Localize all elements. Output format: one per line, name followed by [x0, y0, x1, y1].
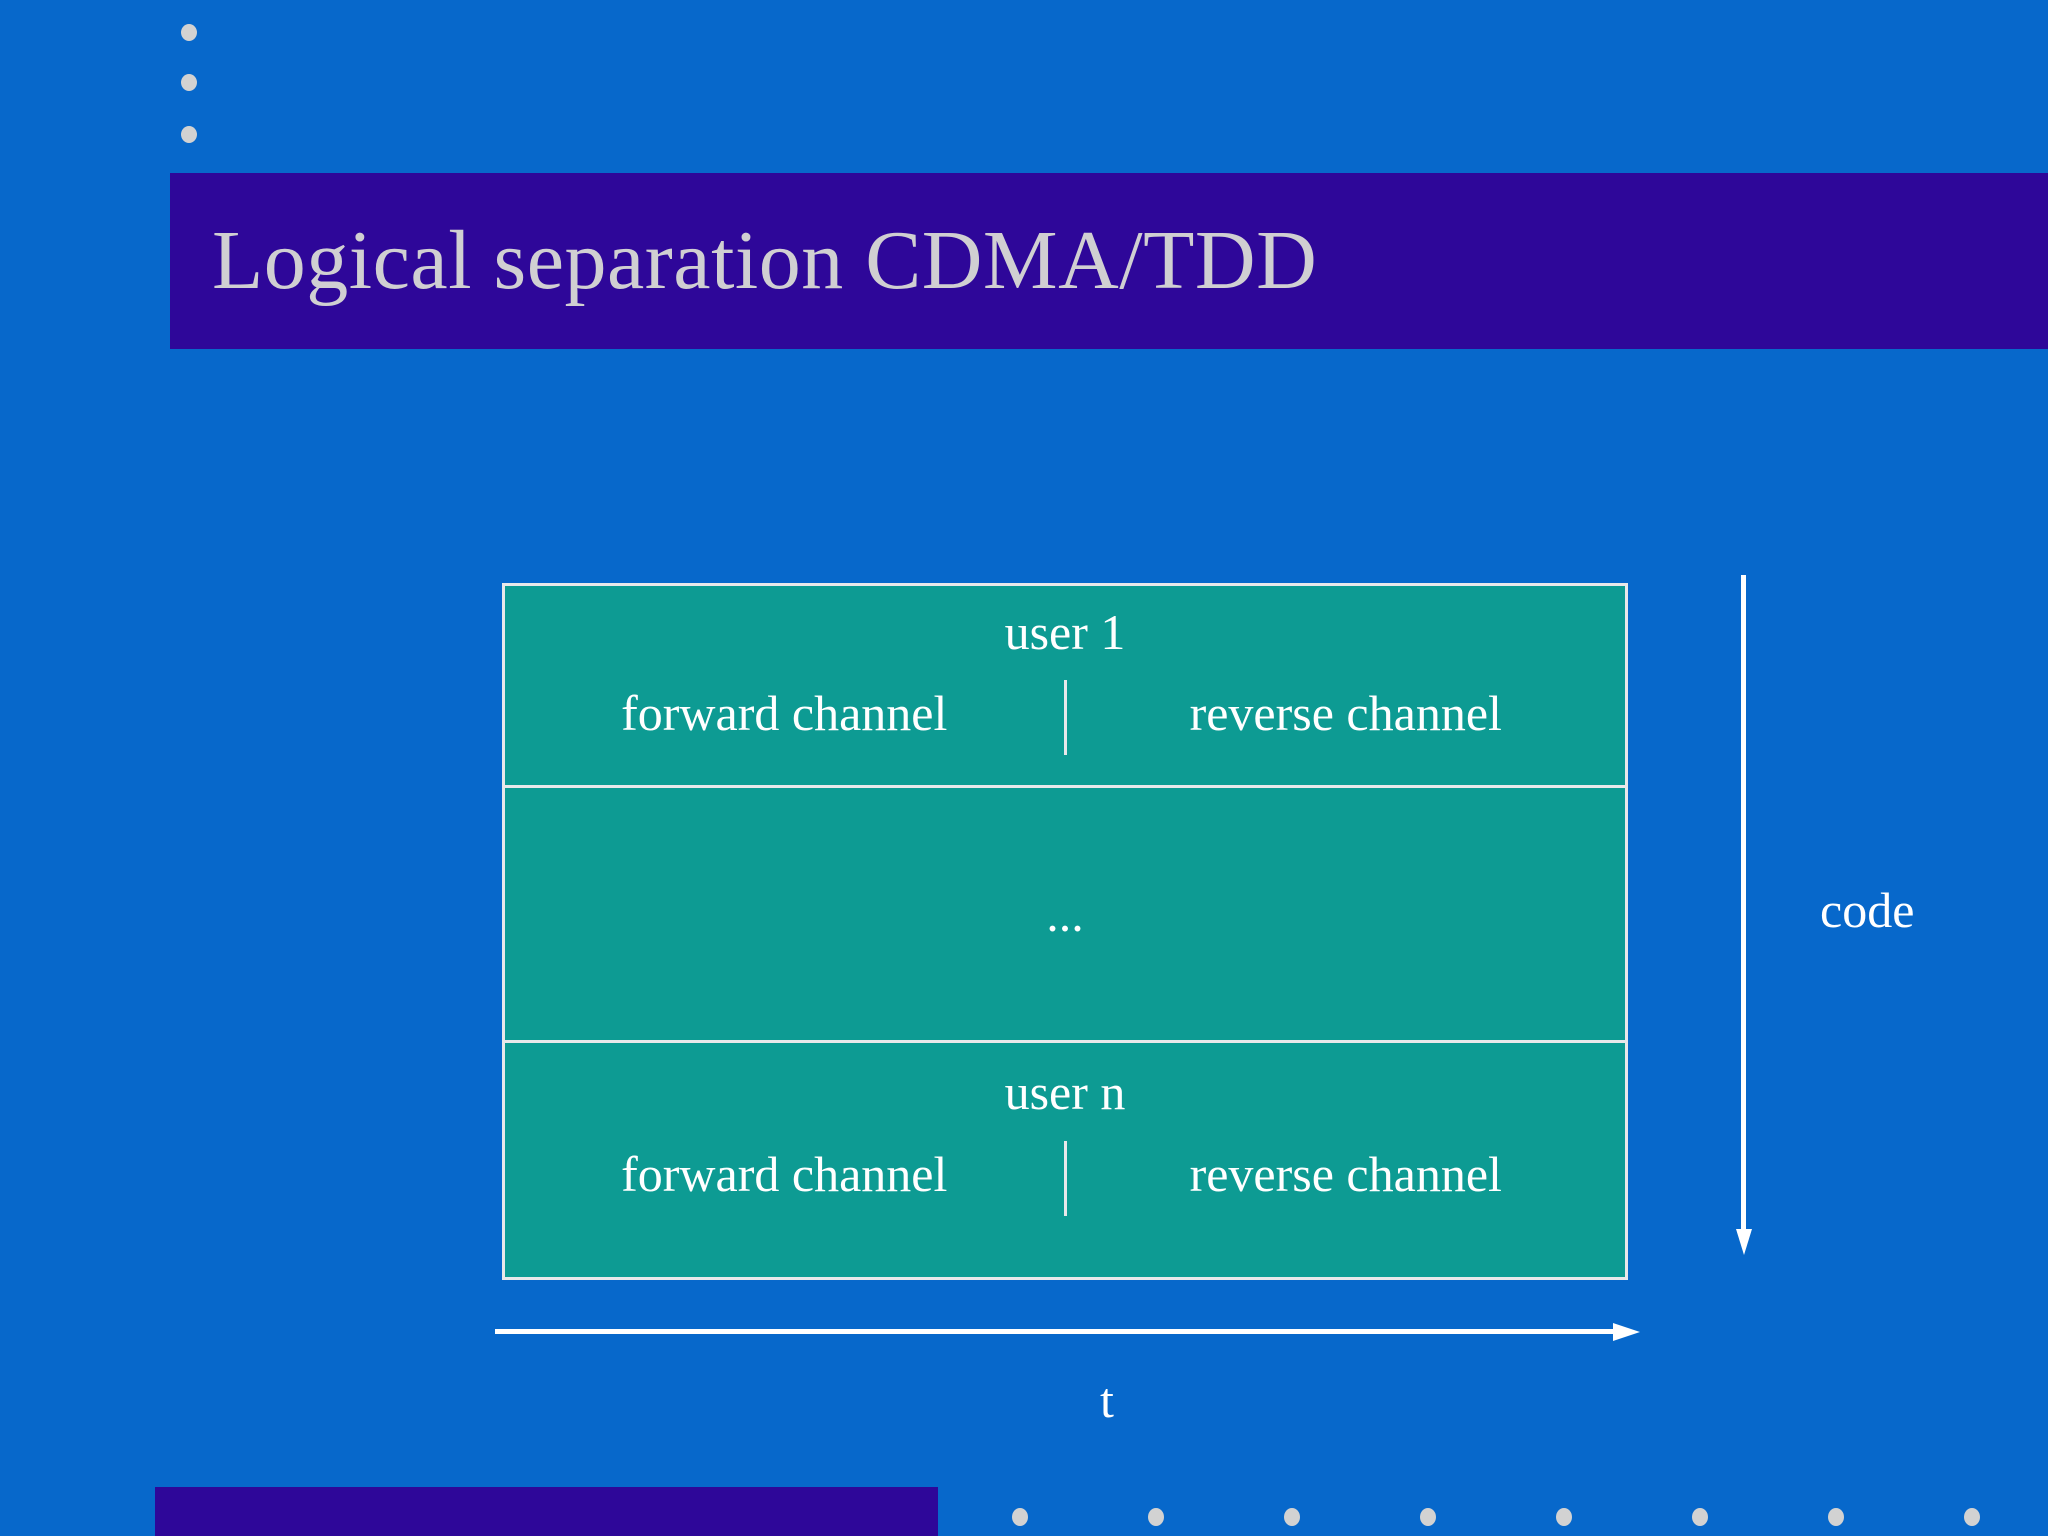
footer-dot-icon	[1284, 1508, 1300, 1526]
footer-dot-icon	[1964, 1508, 1980, 1526]
arrow-head-down-icon	[1736, 1229, 1752, 1255]
footer-dot-icon	[1828, 1508, 1844, 1526]
user-label: user 1	[1004, 604, 1126, 660]
code-axis-label: code	[1820, 882, 1915, 938]
bullet-dot-icon	[181, 126, 197, 143]
bullet-dot-icon	[181, 74, 197, 91]
arrow-head-right-icon	[1613, 1323, 1640, 1341]
bullet-dot-icon	[181, 24, 197, 41]
forward-channel-cell: forward channel	[505, 1141, 1067, 1216]
channel-row: forward channel reverse channel	[505, 1141, 1625, 1216]
footer-dot-row	[1012, 1508, 2048, 1530]
axis-shaft	[495, 1329, 1613, 1334]
channel-row: forward channel reverse channel	[505, 680, 1625, 755]
cdma-tdd-diagram-table: user 1 forward channel reverse channel .…	[502, 583, 1628, 1280]
footer-dot-icon	[1692, 1508, 1708, 1526]
footer-dot-icon	[1148, 1508, 1164, 1526]
footer-dot-icon	[1420, 1508, 1436, 1526]
reverse-channel-cell: reverse channel	[1189, 685, 1502, 741]
slide-title: Logical separation CDMA/TDD	[212, 214, 1318, 307]
table-row-user-n: user n forward channel reverse channel	[505, 1043, 1625, 1283]
axis-shaft	[1741, 575, 1746, 1230]
user-label: user n	[1004, 1064, 1126, 1120]
title-bar: Logical separation CDMA/TDD	[170, 173, 2048, 349]
footer-dot-icon	[1556, 1508, 1572, 1526]
table-row-user-1: user 1 forward channel reverse channel	[505, 586, 1625, 785]
time-axis-arrow-icon	[495, 1323, 1640, 1341]
reverse-channel-cell: reverse channel	[1189, 1146, 1502, 1202]
footer-bar	[155, 1487, 938, 1536]
forward-channel-cell: forward channel	[505, 680, 1067, 755]
ellipsis-label: ...	[1046, 886, 1084, 942]
top-bullet-dots	[181, 24, 205, 154]
table-row-ellipsis: ...	[505, 785, 1625, 1043]
footer-dot-icon	[1012, 1508, 1028, 1526]
time-axis-label: t	[1100, 1372, 1114, 1428]
code-axis-arrow-icon	[1736, 575, 1752, 1255]
